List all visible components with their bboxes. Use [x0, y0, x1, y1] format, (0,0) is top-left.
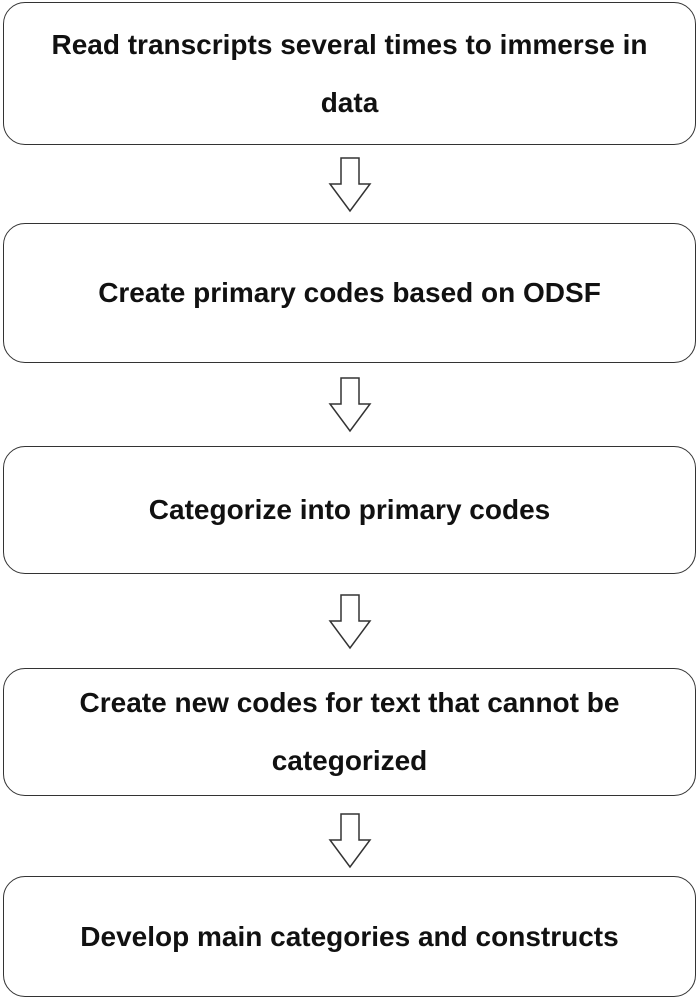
step-box-3: Categorize into primary codes [3, 446, 696, 574]
step-box-2: Create primary codes based on ODSF [3, 223, 696, 363]
step-box-1: Read transcripts several times to immers… [3, 2, 696, 145]
step-box-5: Develop main categories and constructs [3, 876, 696, 997]
step-label-5: Develop main categories and constructs [80, 920, 619, 952]
step-label-2: Create primary codes based on ODSF [98, 277, 601, 308]
step-box-4: Create new codes for text that cannot be… [3, 668, 696, 796]
down-arrow-icon [328, 813, 372, 869]
down-arrow-icon [328, 377, 372, 433]
down-arrow-icon [328, 157, 372, 213]
step-label-4: Create new codes for text that cannot be… [79, 687, 620, 776]
step-label-1: Read transcripts several times to immers… [51, 28, 648, 118]
down-arrow-icon [328, 594, 372, 650]
step-label-3: Categorize into primary codes [148, 494, 551, 525]
